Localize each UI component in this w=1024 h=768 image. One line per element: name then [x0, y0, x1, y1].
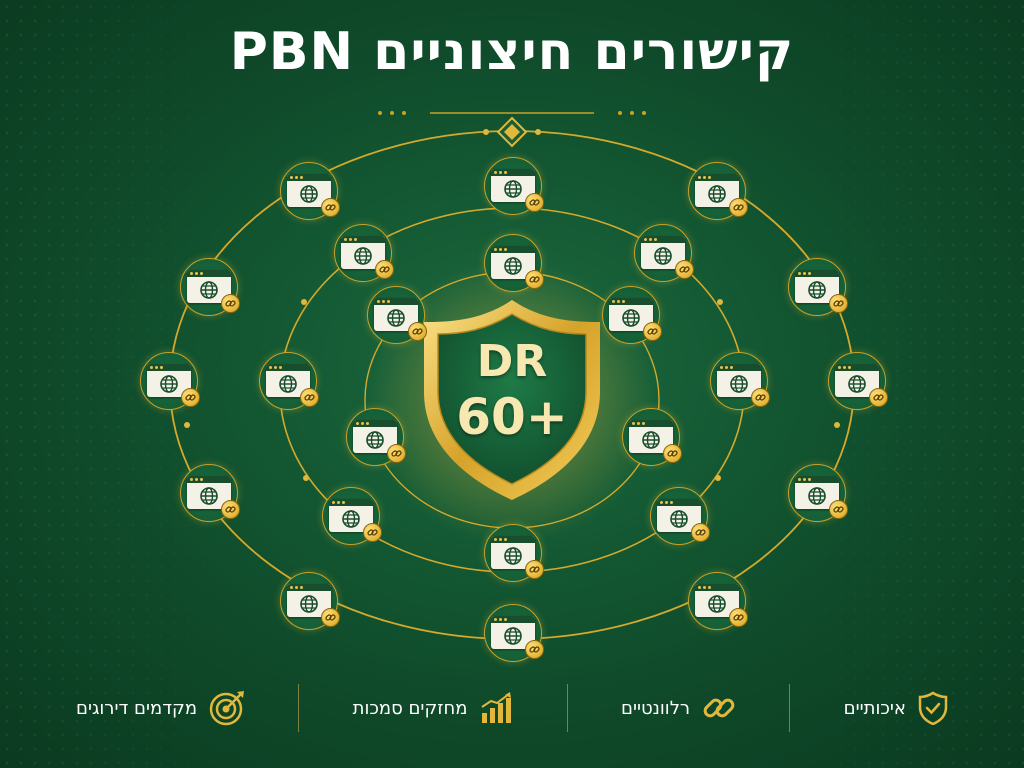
website-node [140, 352, 200, 410]
website-node [634, 224, 694, 282]
feature-authority: מחזקים סמכות [337, 691, 530, 725]
feature-label: רלוונטיים [621, 697, 691, 719]
feature-label: איכותיים [843, 697, 906, 719]
link-badge-icon [525, 270, 544, 289]
feature-label: מחזקים סמכות [352, 697, 468, 719]
feature-rankings: מקדמים דירוגים [60, 690, 261, 726]
link-badge-icon [375, 260, 394, 279]
link-badge-icon [869, 388, 888, 407]
website-node [788, 464, 848, 522]
globe-icon [503, 256, 523, 279]
website-node [280, 572, 340, 630]
globe-icon [669, 509, 689, 532]
shield-check-icon [918, 691, 948, 725]
link-badge-icon [729, 198, 748, 217]
globe-icon [707, 184, 727, 207]
website-node [334, 224, 394, 282]
website-node [322, 487, 382, 545]
link-badge-icon [525, 640, 544, 659]
link-badge-icon [751, 388, 770, 407]
globe-icon [159, 374, 179, 397]
link-badge-icon [221, 294, 240, 313]
globe-icon [653, 246, 673, 269]
website-node [622, 408, 682, 466]
link-badge-icon [408, 322, 427, 341]
page-title: קישורים חיצוניים PBN [229, 22, 795, 82]
globe-icon [621, 308, 641, 331]
growth-chart-icon [481, 692, 512, 723]
website-node [484, 604, 544, 662]
link-badge-icon [363, 523, 382, 542]
link-badge-icon [829, 294, 848, 313]
globe-icon [278, 374, 298, 397]
website-node [259, 352, 319, 410]
divider [298, 684, 300, 732]
website-node [828, 352, 888, 410]
website-node [484, 524, 544, 582]
globe-icon [199, 280, 219, 303]
globe-icon [503, 626, 523, 649]
feature-relevant: רלוונטיים [605, 691, 752, 725]
website-node [688, 572, 748, 630]
dr-label: DR [476, 336, 548, 387]
website-node [367, 286, 427, 344]
dr-value: 60+ [456, 388, 568, 446]
background-dots-left [0, 0, 260, 768]
features-bar: איכותיים רלוונטיים מחזקים סמכות מקדמים ד [60, 680, 964, 736]
link-badge-icon [300, 388, 319, 407]
globe-icon [807, 280, 827, 303]
link-badge-icon [525, 193, 544, 212]
website-node [602, 286, 662, 344]
link-badge-icon [663, 444, 682, 463]
globe-icon [341, 509, 361, 532]
target-arrow-icon [209, 691, 245, 726]
link-badge-icon [387, 444, 406, 463]
globe-icon [386, 308, 406, 331]
website-node [788, 258, 848, 316]
link-badge-icon [221, 500, 240, 519]
globe-icon [199, 486, 219, 509]
globe-icon [729, 374, 749, 397]
website-node [710, 352, 770, 410]
website-node [280, 162, 340, 220]
globe-icon [503, 179, 523, 202]
divider [789, 684, 791, 732]
globe-icon [365, 430, 385, 453]
link-badge-icon [675, 260, 694, 279]
chain-link-icon [703, 698, 735, 718]
globe-icon [707, 594, 727, 617]
link-badge-icon [525, 560, 544, 579]
globe-icon [503, 546, 523, 569]
link-badge-icon [181, 388, 200, 407]
link-badge-icon [729, 608, 748, 627]
feature-quality: איכותיים [828, 691, 964, 725]
website-node [688, 162, 748, 220]
link-badge-icon [829, 500, 848, 519]
browser-window-icon [491, 616, 535, 649]
dr-shield-icon [424, 300, 600, 500]
globe-icon [299, 594, 319, 617]
globe-icon [353, 246, 373, 269]
globe-icon [807, 486, 827, 509]
link-badge-icon [321, 198, 340, 217]
website-node [484, 157, 544, 215]
website-node [650, 487, 710, 545]
globe-icon [641, 430, 661, 453]
link-badge-icon [321, 608, 340, 627]
browser-window-icon [353, 420, 397, 453]
globe-icon [847, 374, 867, 397]
title-ornament [378, 111, 646, 115]
website-node [180, 464, 240, 522]
globe-icon [299, 184, 319, 207]
website-node [180, 258, 240, 316]
website-node [346, 408, 406, 466]
feature-label: מקדמים דירוגים [76, 697, 198, 719]
background-dots-right [764, 0, 1024, 768]
divider [566, 684, 568, 732]
link-badge-icon [691, 523, 710, 542]
website-node [484, 234, 544, 292]
top-diamond [483, 116, 541, 148]
link-badge-icon [643, 322, 662, 341]
